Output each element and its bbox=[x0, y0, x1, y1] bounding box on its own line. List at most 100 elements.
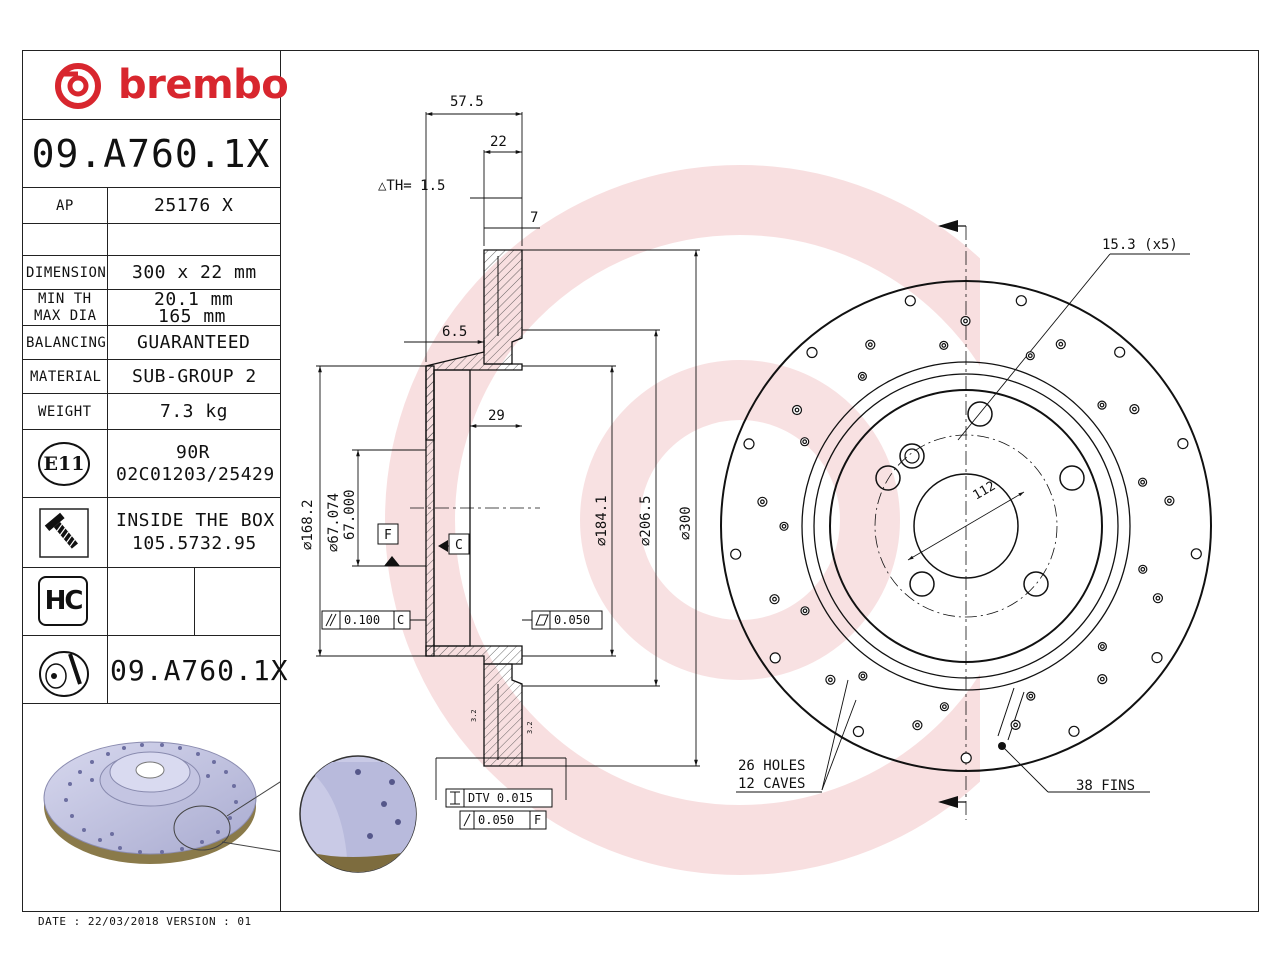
surface-finish-a: 3.2 bbox=[470, 709, 478, 722]
drill-hole-center bbox=[828, 677, 833, 683]
drill-hole-center bbox=[1140, 566, 1146, 572]
e11-mark-icon: E11 bbox=[38, 442, 90, 486]
weight-label: WEIGHT bbox=[38, 403, 92, 420]
dim-67-074: ⌀67.074 bbox=[326, 493, 342, 552]
tolerance-runout-frame bbox=[459, 810, 547, 830]
section-ring-top bbox=[483, 249, 523, 365]
dim-22: 22 bbox=[490, 134, 507, 150]
dim-168-2: ⌀168.2 bbox=[300, 499, 316, 550]
drill-hole-center bbox=[1131, 406, 1137, 412]
tolerance-dtv-frame bbox=[445, 788, 553, 808]
datum-f: F bbox=[384, 528, 392, 543]
drill-hole-center bbox=[1140, 479, 1145, 485]
drill-hole bbox=[960, 752, 972, 764]
datum-f-triangle bbox=[384, 556, 400, 566]
datum-c-triangle bbox=[438, 540, 448, 552]
table-divider-e11 bbox=[107, 430, 108, 498]
drill-hole-center bbox=[1099, 644, 1105, 649]
drill-hole-center bbox=[802, 608, 808, 614]
hc-mark-icon: HC bbox=[38, 576, 88, 626]
tol-parallel-ref: C bbox=[397, 613, 404, 627]
section-arrowhead-top-icon bbox=[938, 220, 958, 232]
front-view bbox=[720, 225, 1212, 820]
dimension-row: DIMENSION 300 x 22 mm bbox=[22, 256, 280, 290]
brand-name: brembo bbox=[118, 62, 289, 108]
dim-th: △TH= 1.5 bbox=[378, 178, 445, 194]
empty-row bbox=[22, 224, 280, 256]
fins-label: 38 FINS bbox=[1076, 778, 1135, 794]
disc-render bbox=[43, 741, 280, 864]
drill-hole-center bbox=[860, 374, 865, 379]
disc-section-icon bbox=[39, 651, 89, 697]
footer-date: DATE : 22/03/2018 VERSION : 01 bbox=[38, 915, 252, 928]
locating-hole-inner bbox=[904, 448, 920, 464]
drill-hole-center bbox=[1013, 722, 1018, 728]
drill-hole-center bbox=[860, 673, 866, 679]
drill-hole-center bbox=[772, 596, 777, 602]
tolerance-flatness-frame bbox=[522, 610, 603, 630]
drill-hole bbox=[1190, 548, 1202, 560]
fin-outline bbox=[997, 687, 1025, 741]
hc-label: HC bbox=[44, 586, 84, 616]
material-row: MATERIAL SUB-GROUP 2 bbox=[22, 360, 280, 394]
drill-hole-center bbox=[942, 704, 947, 710]
bolt-hole-2 bbox=[1059, 465, 1085, 491]
leader-lines bbox=[736, 679, 1150, 793]
weight-value: 7.3 kg bbox=[160, 401, 229, 422]
bolt-hole-leader bbox=[957, 253, 1111, 441]
homologation-line1: 90R bbox=[176, 442, 211, 463]
datum-c: C bbox=[455, 538, 463, 553]
section-arrowhead-bottom-icon bbox=[938, 796, 958, 808]
dim-300: ⌀300 bbox=[678, 506, 694, 540]
drawing-frame bbox=[22, 50, 1259, 912]
table-divider-hc bbox=[194, 568, 195, 636]
brembo-logo: brembo bbox=[22, 50, 289, 120]
drill-hole-center bbox=[867, 342, 873, 348]
drill-hole-center bbox=[941, 343, 947, 348]
runout-ref: F bbox=[534, 813, 541, 827]
dim-29: 29 bbox=[488, 408, 505, 424]
locating-hole-outer bbox=[899, 443, 925, 469]
tol-flat: 0.050 bbox=[554, 613, 590, 627]
bolt-hole-1 bbox=[967, 401, 993, 427]
material-label: MATERIAL bbox=[30, 368, 102, 385]
homologation-row: E11 90R 02C01203/25429 bbox=[22, 430, 280, 498]
section-ring-bottom bbox=[483, 663, 523, 767]
datum-f-box bbox=[377, 523, 399, 545]
drill-hole-center bbox=[1155, 595, 1161, 601]
drill-hole-center bbox=[794, 407, 800, 413]
balancing-value: GUARANTEED bbox=[137, 332, 251, 353]
max-dia-label: MAX DIA bbox=[34, 308, 97, 324]
hc-row: HC bbox=[22, 568, 280, 636]
material-value: SUB-GROUP 2 bbox=[132, 366, 257, 387]
datum-c-box bbox=[448, 533, 470, 555]
drill-hole-center bbox=[760, 499, 765, 505]
section-dimensions bbox=[316, 112, 700, 800]
drill-hole bbox=[730, 548, 742, 560]
dim-67-000: 67.000 bbox=[342, 489, 358, 540]
brembo-watermark-icon bbox=[385, 165, 980, 875]
drill-hole bbox=[852, 725, 865, 738]
drill-hole bbox=[1177, 438, 1189, 450]
box-line1: INSIDE THE BOX bbox=[116, 510, 275, 531]
min-th-label: MIN TH bbox=[38, 291, 92, 307]
holes-line2: 12 CAVES bbox=[738, 776, 805, 792]
drill-hole-center bbox=[1099, 676, 1105, 682]
drill-hole-center bbox=[1058, 341, 1064, 347]
section-hat-bottom bbox=[425, 645, 523, 665]
part-number-cell: 09.A760.1X bbox=[22, 120, 280, 188]
part-number: 09.A760.1X bbox=[31, 131, 271, 176]
drill-hole bbox=[806, 346, 818, 359]
dtv-label: DTV 0.015 bbox=[468, 791, 533, 805]
section-hat-wall bbox=[425, 365, 435, 657]
drill-hole-center bbox=[963, 318, 968, 324]
bolt-hole-5 bbox=[875, 465, 901, 491]
ap-row: AP 25176 X bbox=[22, 188, 280, 224]
table-divider-ap bbox=[107, 188, 108, 256]
table-divider-box bbox=[107, 498, 108, 704]
bolt-hole-3 bbox=[1023, 571, 1049, 597]
dim-184-1: ⌀184.1 bbox=[594, 495, 610, 546]
drill-hole-center bbox=[802, 439, 808, 445]
